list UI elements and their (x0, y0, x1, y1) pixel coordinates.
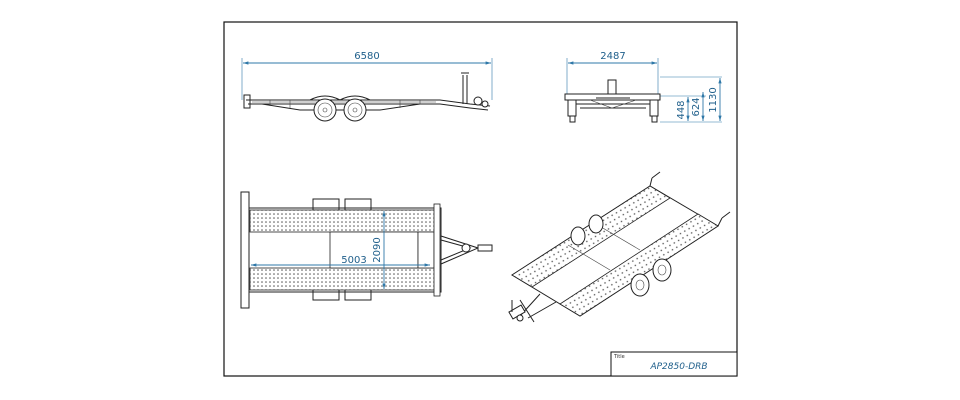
dimension-label-2090: 2090 (372, 237, 383, 262)
title-block: Title AP2850-DRB (610, 351, 738, 377)
side-wheel-rear (343, 98, 367, 122)
dimension-label-1130: 1130 (708, 87, 719, 112)
top-view: 5003 2090 (240, 191, 493, 309)
iso-wheel-rear (652, 258, 672, 282)
side-view: 6580 (241, 51, 493, 122)
top-ramp-lower (249, 267, 439, 291)
rear-view: 2487 448 624 1130 (564, 51, 722, 123)
dimension-label-5003: 5003 (341, 255, 366, 266)
title-block-label: Title (613, 354, 625, 360)
side-wheel-front (313, 98, 337, 122)
title-block-model: AP2850-DRB (649, 362, 707, 372)
dimension-label-624: 624 (691, 97, 702, 116)
dimension-label-2487: 2487 (600, 51, 625, 62)
dimension-label-6580: 6580 (354, 51, 379, 62)
dimension-label-448: 448 (676, 100, 687, 119)
sheet-border (223, 21, 738, 377)
iso-ramp-upper (511, 185, 671, 288)
top-ramp-upper (249, 209, 439, 233)
iso-wheel-front (630, 273, 650, 297)
isometric-view (508, 171, 731, 323)
